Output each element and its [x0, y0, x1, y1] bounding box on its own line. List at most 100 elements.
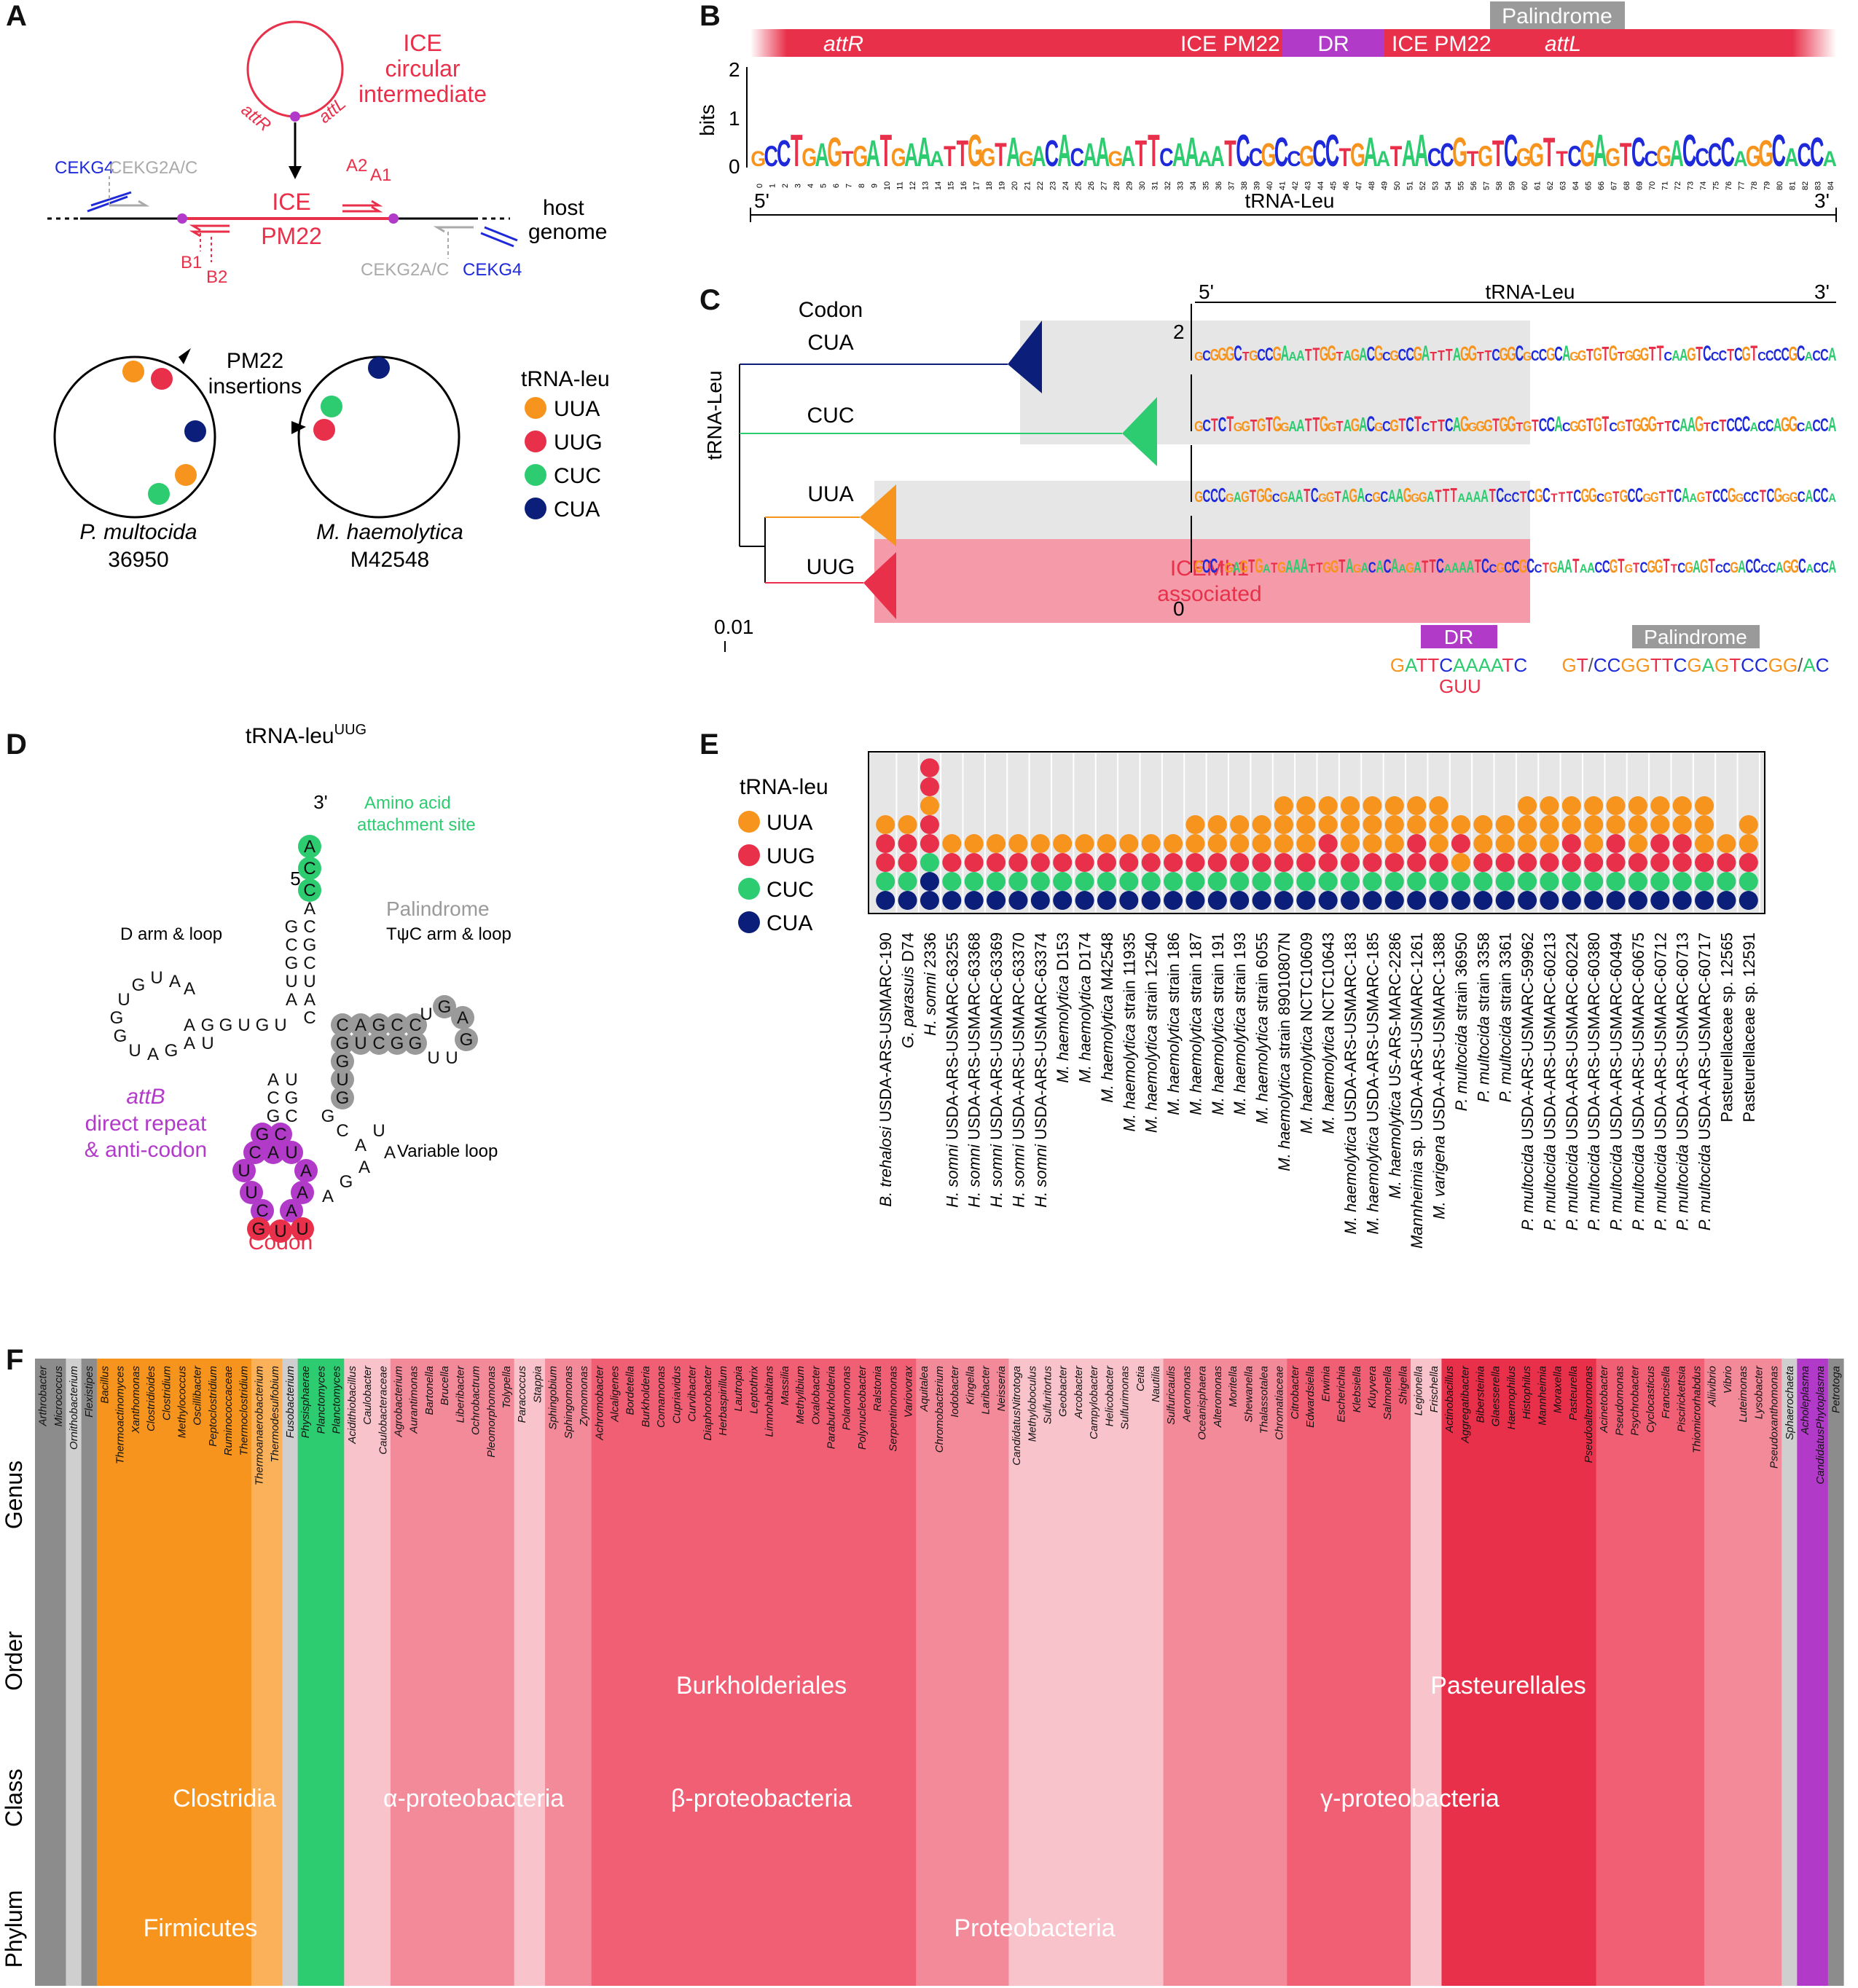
nucleotide-bg [291, 1181, 314, 1204]
tax-cell-class [1596, 1734, 1612, 1866]
logo-b-base: T [1556, 146, 1567, 170]
trna-dot-cuc [1473, 872, 1493, 891]
trna-dot-cuc [1097, 872, 1116, 891]
tax-cell-order [946, 1634, 963, 1734]
tax-cell-phylum [962, 1866, 979, 1986]
pm-dot-cua [184, 420, 206, 442]
logo-c-base: G [1468, 342, 1477, 366]
tax-cell-phylum [792, 1866, 809, 1986]
logo-b-pos: 51 [1406, 181, 1415, 190]
nucleotide-bg [451, 1006, 474, 1029]
genus-label: Oxalobacter [810, 1365, 822, 1425]
logo-c-base: T [1705, 487, 1712, 505]
trna-dot-uua [1717, 834, 1736, 853]
genus-label: Comamonas [655, 1366, 667, 1429]
taxon-group-label: α-proteobacteria [383, 1785, 564, 1812]
logo-b-base: A [1006, 130, 1020, 176]
logo-c-base: A [1427, 487, 1435, 505]
logo-b-base: C [1287, 146, 1301, 170]
tax-cell-order [1688, 1634, 1705, 1734]
trna-dot-uua [1341, 796, 1360, 815]
ice-assoc-1: ICEMh1 [1170, 557, 1249, 581]
tax-cell-phylum [1441, 1866, 1458, 1986]
logo-b-pos: 30 [1138, 181, 1147, 190]
logo-c-base: C [1628, 486, 1636, 506]
logo-c-base: G [1280, 420, 1289, 434]
genus-label: Curvibacter [686, 1365, 699, 1422]
tax-cell-class [1302, 1734, 1319, 1866]
logo-b-base: T [1390, 141, 1403, 173]
logo-c-base: G [1272, 412, 1281, 437]
nucleotide: G [438, 997, 452, 1017]
tax-cell-phylum [807, 1866, 824, 1986]
tax-cell-order [1642, 1634, 1659, 1734]
logo-c-base: C [1715, 562, 1723, 575]
logo-c-base: T [1671, 562, 1677, 575]
clade-label-cuc: CUC [807, 404, 855, 428]
tax-cell-genus [1611, 1359, 1628, 1634]
logo-c-base: A [1828, 345, 1837, 365]
genus-label: Clostridioides [145, 1366, 157, 1432]
genus-label: Burkholderia [640, 1366, 652, 1427]
logo-c-base: A [1388, 487, 1396, 506]
logo-c-base: C [1218, 414, 1227, 436]
trna-dot-uug [1119, 853, 1139, 872]
logo-c-base: A [1828, 558, 1836, 577]
logo-c-base: G [1194, 487, 1203, 505]
tax-cell-class [1765, 1734, 1782, 1866]
nucleotide: U [128, 1041, 141, 1061]
tax-cell-class [1827, 1734, 1844, 1866]
tax-cell-genus [1688, 1359, 1705, 1634]
logo-b-pos: 60 [1521, 181, 1529, 190]
trna-dot-uug [1561, 834, 1581, 853]
tax-cell-phylum [1457, 1866, 1473, 1986]
tax-cell-order [1472, 1634, 1489, 1734]
trna-dot-cuc [876, 872, 895, 891]
tax-cell-class [220, 1734, 237, 1866]
logo-c-base: G [1730, 558, 1739, 575]
taxon-group-label: β-proteobacteria [671, 1785, 852, 1812]
genus-label: Salmonella [1381, 1366, 1394, 1420]
logo-b-base: G [1452, 130, 1467, 176]
tax-cell-class [1472, 1734, 1489, 1866]
logo-c-base: C [1640, 558, 1648, 575]
tax-cell-order [1658, 1634, 1674, 1734]
logo-b-pos: 24 [1062, 181, 1070, 190]
logo-c-base: T [1720, 417, 1727, 435]
logo-c-base: G [1326, 489, 1335, 505]
trna-dot-uug [1606, 853, 1626, 872]
tax-cell-class [807, 1734, 824, 1866]
genus-label: Variovorax [903, 1366, 915, 1418]
tax-cell-phylum [745, 1866, 762, 1986]
logo-b-pos: 0 [756, 184, 764, 188]
panel-label-d: D [6, 728, 27, 761]
trna-dot-uua [1650, 815, 1670, 834]
logo-c-base: T [1633, 559, 1640, 575]
logo-c-base: G [1226, 492, 1234, 505]
logo-c-base: G [1194, 558, 1203, 577]
trna-dot-uua [1584, 834, 1604, 853]
tax-cell-order [483, 1634, 500, 1734]
logo-b-base: A [1083, 136, 1097, 173]
trna-dot-cua [1473, 891, 1493, 910]
trna-dot-uua [898, 815, 917, 834]
trna-dot-cua [1495, 891, 1515, 910]
tax-cell-genus [406, 1359, 422, 1634]
tax-cell-genus [1704, 1359, 1720, 1634]
logo-c-base: T [1664, 417, 1671, 434]
logo-b-base: C [1325, 127, 1340, 177]
logo-c-base: C [1368, 558, 1376, 575]
strain-label: M. haemolytica strain 11935 [1120, 932, 1138, 1132]
logo-c-base: G [1695, 412, 1704, 437]
genus-label: Zymomonas [578, 1366, 590, 1427]
logo-c-base: G [1697, 489, 1706, 505]
trna-dot-uua [1252, 815, 1271, 834]
logo-b-pos: 84 [1827, 181, 1835, 190]
nucleotide-bg [367, 1013, 391, 1037]
ytick-b-1: 1 [729, 107, 740, 130]
logo-b-pos: 6 [832, 184, 841, 188]
trna-dot-uua [1274, 834, 1293, 853]
tax-cell-phylum [205, 1866, 222, 1986]
logo-c-base: C [1765, 417, 1774, 435]
trna-label-b: tRNA-Leu [1245, 189, 1335, 212]
